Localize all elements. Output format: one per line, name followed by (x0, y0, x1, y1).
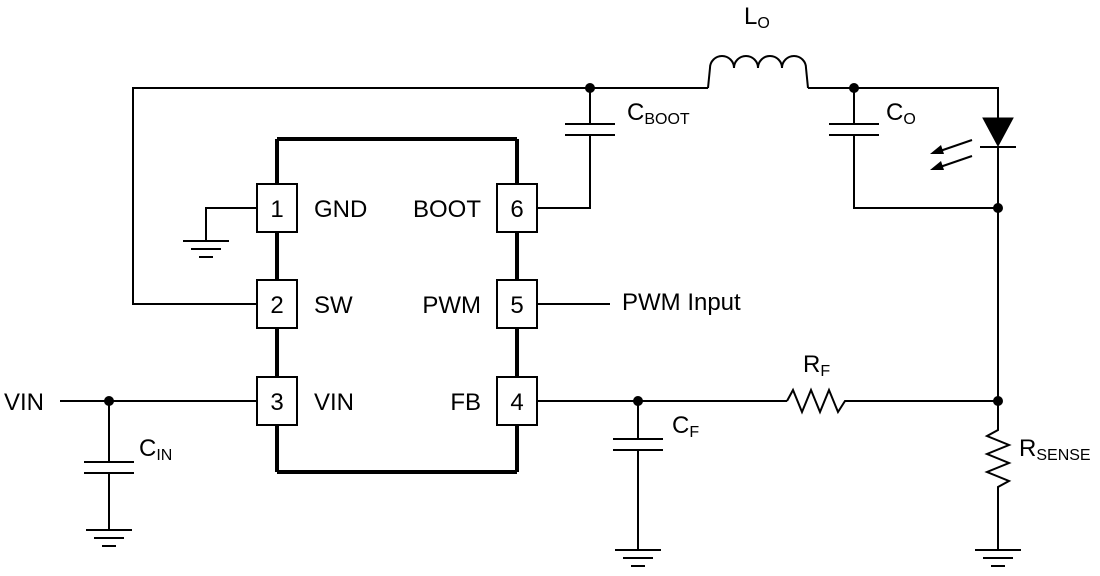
capacitor-cin (84, 401, 134, 547)
pin-2-label: SW (314, 292, 353, 319)
led-diode-icon (930, 117, 1016, 208)
pin-3-number: 3 (270, 389, 283, 416)
junction-dots (104, 83, 1003, 406)
sw-node-wire (132, 87, 708, 305)
pin-1-label: GND (314, 196, 367, 223)
pin-3: 3 (256, 376, 298, 426)
pwm-input-label: PWM Input (622, 289, 741, 316)
inductor-lo (707, 55, 809, 89)
pin-5-number: 5 (510, 292, 523, 319)
pin-2: 2 (256, 279, 298, 329)
capacitor-co (829, 88, 998, 209)
pin-5-label: PWM (422, 292, 481, 319)
output-rail (808, 87, 999, 118)
ic-body (275, 137, 519, 474)
pin-4-number: 4 (510, 389, 523, 416)
vin-label: VIN (4, 389, 44, 416)
lo-label: LO (744, 3, 770, 32)
pin-1: 1 (256, 183, 298, 233)
pin-6-label: BOOT (413, 196, 481, 223)
co-label: CO (886, 99, 916, 128)
pin-3-label: VIN (314, 389, 354, 416)
cf-label: CF (672, 412, 699, 441)
capacitor-cf (613, 401, 663, 567)
pin-4-label: FB (450, 389, 481, 416)
cboot-label: CBOOT (627, 99, 690, 128)
gnd-pin-wire (183, 207, 257, 258)
cin-label: CIN (139, 435, 172, 464)
resistor-rf (786, 387, 998, 415)
capacitor-cboot (537, 88, 615, 209)
pin-6: 6 (496, 183, 538, 233)
resistor-rsense (975, 401, 1021, 567)
rf-label: RF (803, 351, 830, 380)
rsense-label: RSENSE (1019, 435, 1091, 464)
pin-5: 5 (496, 279, 538, 329)
pin-6-number: 6 (510, 196, 523, 223)
pin-4: 4 (496, 376, 538, 426)
pin-2-number: 2 (270, 292, 283, 319)
pin-1-number: 1 (270, 196, 283, 223)
